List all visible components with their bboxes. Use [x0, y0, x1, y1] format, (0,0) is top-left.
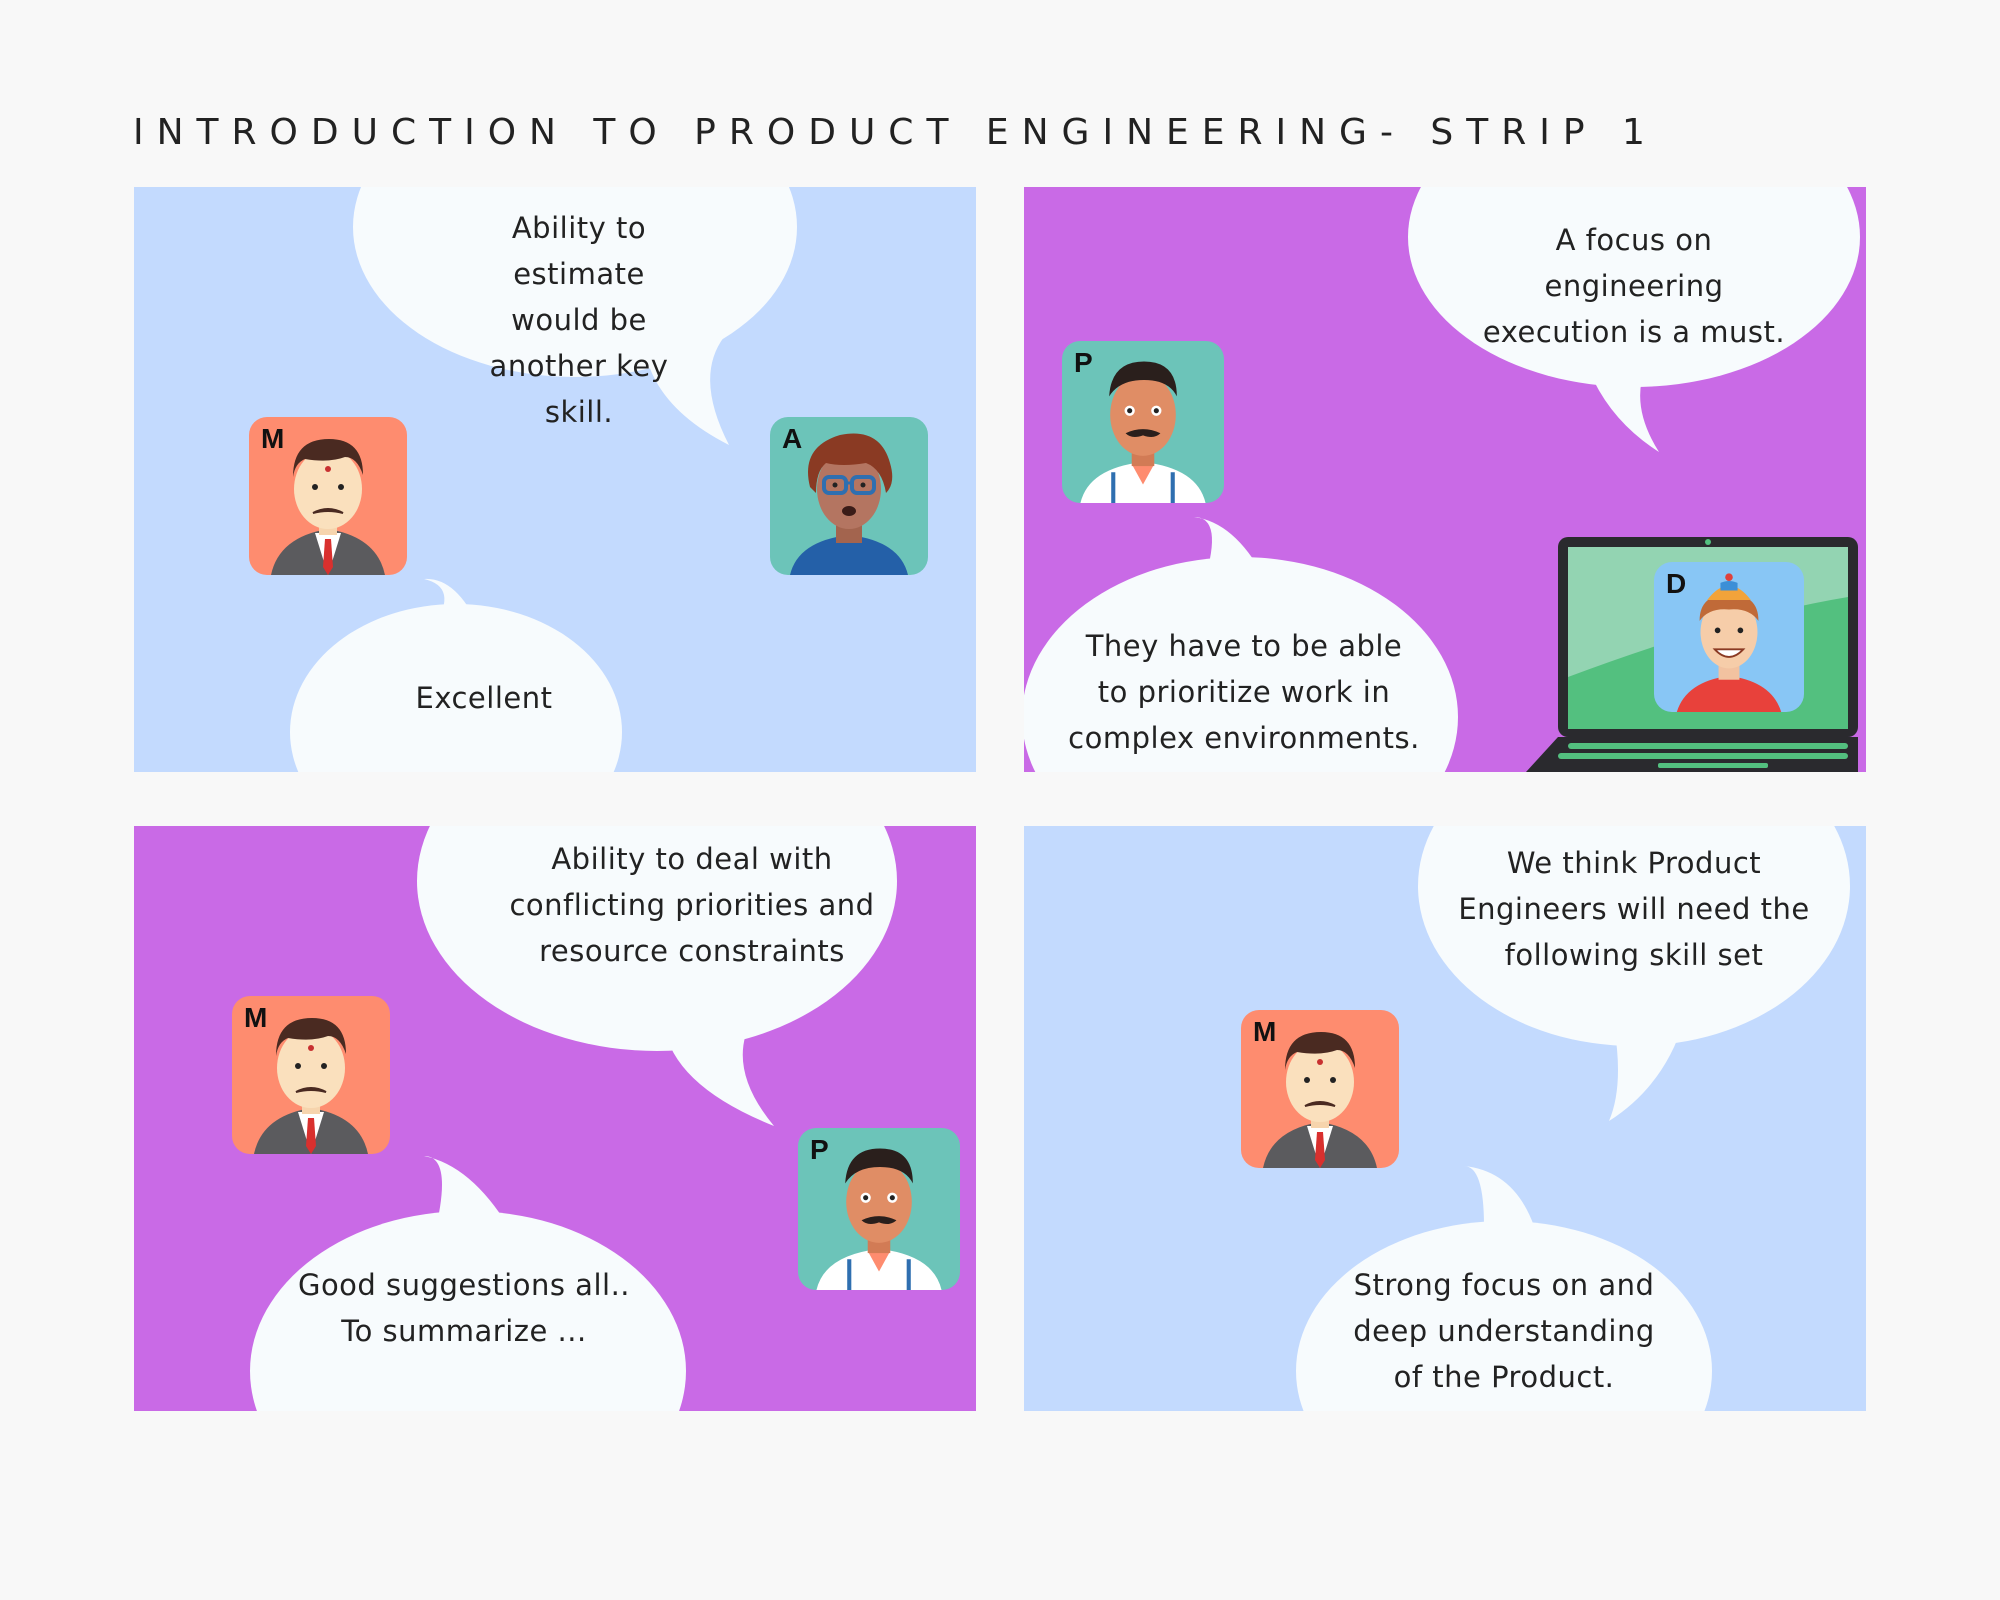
speech-line: A focus on engineering: [1544, 223, 1724, 303]
speech-line: conflicting priorities and: [509, 888, 875, 922]
speech-bubble-bottom: [1296, 1166, 1712, 1411]
avatar-d: D: [1654, 562, 1804, 712]
speech-line: Engineers will need the: [1458, 892, 1810, 926]
avatar-letter: M: [1253, 1016, 1277, 1047]
speech-bubble-top: [417, 826, 897, 1126]
comic-panel-3: Ability to deal with conflicting priorit…: [134, 826, 976, 1411]
speech-bubble-bottom: [1024, 517, 1458, 772]
speech-line: execution is a must.: [1482, 315, 1786, 349]
speech-text-bottom: Strong focus on and deep understanding o…: [1329, 1262, 1679, 1400]
avatar-letter: M: [261, 423, 285, 454]
avatar-letter: M: [244, 1002, 268, 1033]
avatar-p: P: [798, 1128, 960, 1290]
speech-line: to prioritize work in: [1097, 675, 1391, 709]
page-title: INTRODUCTION TO PRODUCT ENGINEERING- STR…: [133, 112, 1658, 153]
avatar-a: A: [770, 417, 928, 575]
speech-line: Excellent: [415, 681, 553, 715]
speech-line: To summarize ...: [341, 1314, 587, 1348]
speech-line: We think Product: [1506, 846, 1762, 880]
avatar-letter: A: [782, 423, 803, 454]
speech-line: Good suggestions all..: [297, 1268, 631, 1302]
avatar-m: M: [249, 417, 407, 575]
avatar-letter: P: [810, 1134, 829, 1165]
speech-line: would be another key: [489, 303, 669, 383]
speech-line: Ability to deal with: [551, 842, 833, 876]
speech-line: of the Product.: [1393, 1360, 1615, 1394]
speech-line: skill.: [544, 395, 614, 429]
speech-bubble-top: [1418, 826, 1850, 1121]
speech-text-top: Ability to deal with conflicting priorit…: [502, 836, 882, 974]
speech-line: following skill set: [1504, 938, 1764, 972]
avatar-p: P: [1062, 341, 1224, 503]
speech-bubble-top: [353, 187, 797, 445]
speech-text-top: We think Product Engineers will need the…: [1444, 840, 1824, 978]
avatar-m: M: [1241, 1010, 1399, 1168]
speech-line: complex environments.: [1068, 721, 1420, 755]
avatar-letter: D: [1666, 568, 1687, 599]
speech-text-bottom: Excellent: [354, 675, 614, 721]
speech-bubble-top: [1408, 187, 1860, 452]
speech-text-top: A focus on engineering execution is a mu…: [1474, 217, 1794, 355]
speech-line: resource constraints: [539, 934, 845, 968]
avatar-m: M: [232, 996, 390, 1154]
comic-panel-2: A focus on engineering execution is a mu…: [1024, 187, 1866, 772]
speech-text-bottom: They have to be able to prioritize work …: [1054, 623, 1434, 761]
speech-bubble-bottom: [290, 578, 622, 772]
avatar-letter: P: [1074, 347, 1093, 378]
speech-line: They have to be able: [1085, 629, 1403, 663]
speech-line: Strong focus on and: [1353, 1268, 1655, 1302]
comic-panel-1: Ability to estimate would be another key…: [134, 187, 976, 772]
speech-text-top: Ability to estimate would be another key…: [464, 205, 694, 435]
comic-panel-4: We think Product Engineers will need the…: [1024, 826, 1866, 1411]
speech-line: Ability to estimate: [511, 211, 647, 291]
speech-line: deep understanding: [1353, 1314, 1655, 1348]
speech-bubble-bottom: [250, 1156, 686, 1411]
speech-text-bottom: Good suggestions all.. To summarize ...: [294, 1262, 634, 1354]
